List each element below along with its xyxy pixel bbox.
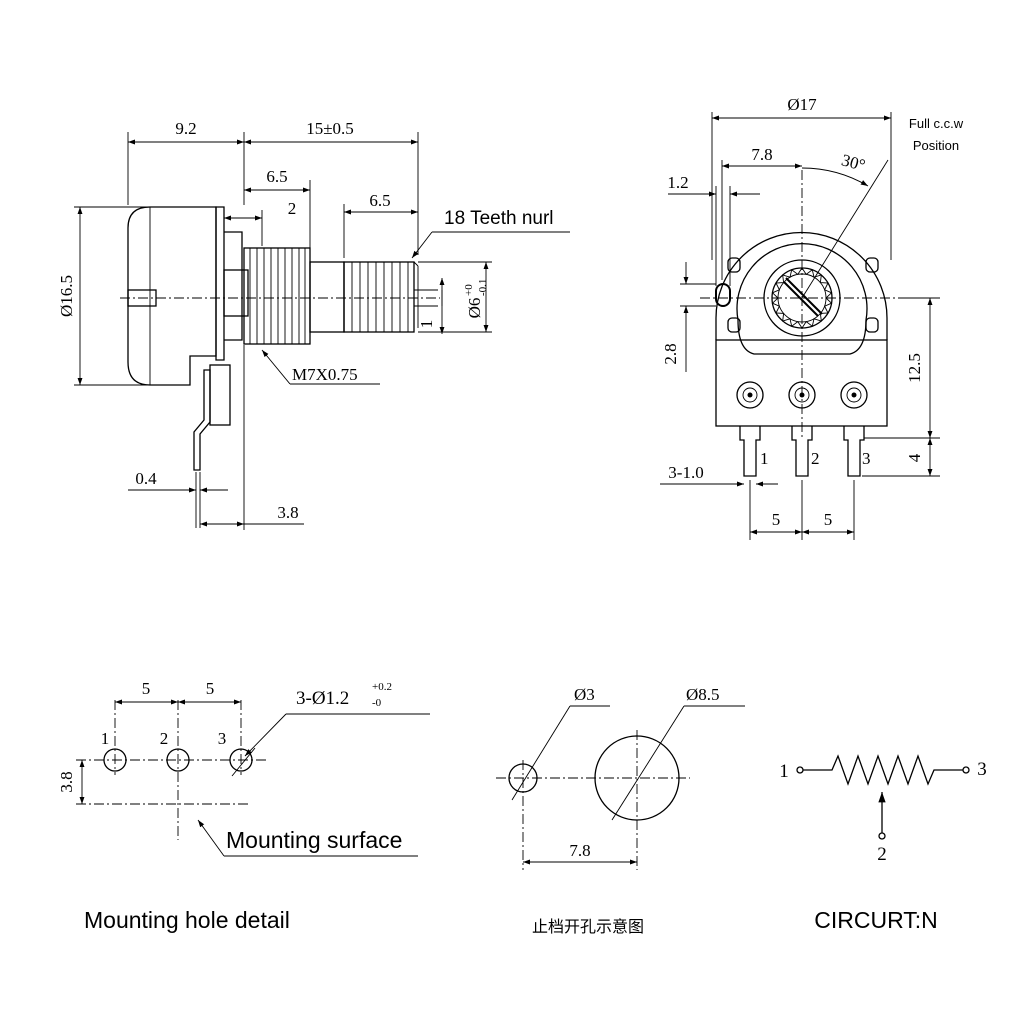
mount-hole-spec: 3-Ø1.2 — [296, 688, 349, 709]
front-terminal-block — [715, 339, 888, 427]
dim-knurl-length: 6.5 — [369, 191, 390, 210]
side-shaft-knurl — [343, 261, 415, 333]
dim-shaft-tol-upper: +0 — [463, 284, 475, 296]
side-thread-lines — [249, 248, 306, 344]
dim-stop-height: 2.8 — [661, 343, 680, 364]
front-stop-slot-left-bottom — [727, 317, 741, 333]
dim-center-to-pins: 12.5 — [905, 353, 924, 383]
dim-shaft-tol-lower: -0.1 — [477, 279, 489, 296]
front-pins — [739, 426, 865, 477]
mount-hole-tol-upper: +0.2 — [372, 681, 392, 693]
side-bushing-flat — [223, 269, 249, 317]
cutout-dim-large: Ø8.5 — [686, 685, 720, 704]
side-terminal-lug — [209, 364, 231, 426]
dim-flat-length: 2 — [288, 199, 297, 218]
mount-hole-label-3: 3 — [218, 729, 227, 748]
front-pin-label-2: 2 — [811, 449, 820, 468]
front-pin-label-1: 1 — [760, 449, 769, 468]
circuit-terminal-1 — [796, 766, 804, 774]
side-terminal — [193, 369, 211, 471]
circuit-symbol: 1 3 2 CIRCURT:N — [779, 754, 987, 933]
front-pin-label-3: 3 — [862, 449, 871, 468]
knurl-note: 18 Teeth nurl — [444, 208, 554, 229]
circuit-label-2: 2 — [877, 844, 887, 865]
dim-pin-pitch-left: 5 — [772, 510, 781, 529]
circuit-label-3: 3 — [977, 759, 987, 780]
mount-surface-note: Mounting surface — [226, 827, 402, 853]
dim-thread-length: 6.5 — [266, 167, 287, 186]
panel-cutout: Ø3 Ø8.5 7.8 止档开孔示意图 — [496, 685, 745, 936]
side-shaft-plain — [309, 261, 345, 333]
front-stop-slot-right-top — [865, 257, 879, 273]
front-inner-ring — [736, 242, 868, 355]
dim-angle: 30° — [839, 150, 867, 175]
dim-front-diameter: Ø17 — [787, 95, 817, 114]
side-bushing-base — [224, 231, 243, 341]
side-mounting-plate — [215, 206, 225, 361]
mount-dim-pitch-right: 5 — [206, 679, 215, 698]
cutout-dim-small: Ø3 — [574, 685, 595, 704]
circuit-resistor — [803, 754, 963, 786]
mount-dim-height: 3.8 — [57, 771, 76, 792]
mounting-hole-detail: 1 2 3 5 5 3-Ø1.2 +0.2 -0 3.8 Mounting su… — [57, 679, 430, 933]
dim-pin-pitch-right: 5 — [824, 510, 833, 529]
front-eyelets — [736, 381, 868, 409]
cutout-title: 止档开孔示意图 — [532, 917, 644, 936]
front-stop-slot-left-top — [727, 257, 741, 273]
thread-spec: M7X0.75 — [292, 365, 358, 384]
side-shaft-chamfer — [413, 261, 419, 267]
dim-stop-width: 1.2 — [667, 173, 688, 192]
dim-body-depth: 9.2 — [175, 119, 196, 138]
dim-shaft-diameter: Ø6 — [465, 298, 484, 319]
circuit-label-1: 1 — [779, 761, 789, 782]
side-knurl-lines — [351, 262, 409, 332]
dim-body-diameter: Ø16.5 — [57, 275, 76, 317]
note-full-ccw: Full c.c.w — [909, 116, 964, 131]
front-view: 1 2 3 Ø17 7.8 1.2 30° Full c.c.w Positio… — [660, 95, 964, 540]
dim-terminal-thickness: 0.4 — [135, 469, 157, 488]
mount-dim-pitch-left: 5 — [142, 679, 151, 698]
note-position: Position — [913, 138, 959, 153]
circuit-terminal-3 — [962, 766, 970, 774]
front-stop-tab — [715, 283, 731, 307]
side-threaded-bushing — [243, 247, 311, 345]
mount-hole-label-2: 2 — [160, 729, 169, 748]
mount-detail-title: Mounting hole detail — [84, 907, 290, 933]
dim-pin-width: 3-1.0 — [668, 463, 703, 482]
dim-stop-offset: 7.8 — [751, 145, 772, 164]
circuit-title: CIRCURT:N — [814, 907, 938, 933]
side-body-outline — [127, 206, 217, 386]
front-stop-slot-right-bottom — [865, 317, 879, 333]
dim-terminal-offset: 3.8 — [277, 503, 298, 522]
front-shaft-slot — [783, 277, 823, 317]
dim-pin-length: 4 — [905, 453, 924, 462]
mount-hole-label-1: 1 — [101, 729, 110, 748]
side-view: 9.2 15±0.5 6.5 2 6.5 18 Teeth nurl Ø16.5… — [57, 119, 570, 530]
cutout-dim-spacing: 7.8 — [569, 841, 590, 860]
dim-flat-depth: 1 — [417, 320, 436, 329]
dim-shaft-length: 15±0.5 — [306, 119, 354, 138]
mount-hole-tol-lower: -0 — [372, 697, 382, 709]
circuit-terminal-2 — [878, 832, 886, 840]
